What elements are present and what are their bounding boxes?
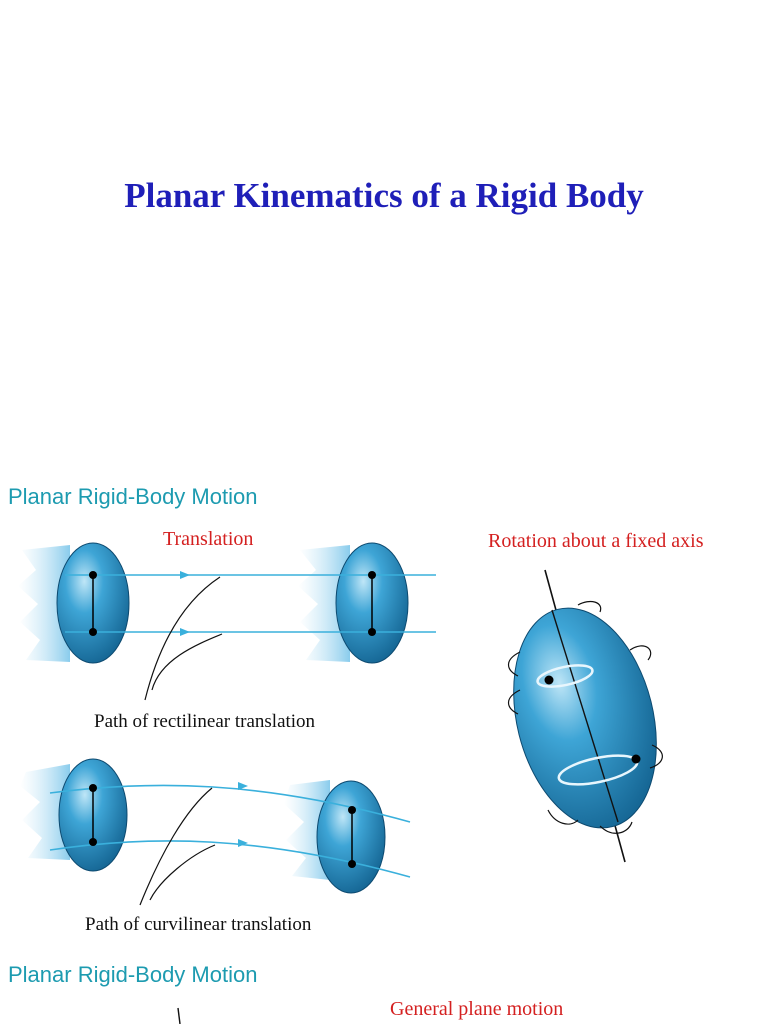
- leader-line: [151, 633, 223, 691]
- rotation-arrow-icon: [629, 645, 652, 661]
- rotation-arrow-icon: [507, 689, 521, 715]
- curvilinear-caption: Path of curvilinear translation: [85, 914, 312, 935]
- arrow-right-icon: [238, 839, 248, 847]
- point-marker: [368, 628, 376, 636]
- translation-label: Translation: [163, 528, 254, 550]
- rectilinear-caption: Path of rectilinear translation: [94, 711, 316, 732]
- rotation-label: Rotation about a fixed axis: [488, 530, 704, 552]
- point-marker: [89, 838, 97, 846]
- leader-line: [149, 844, 216, 901]
- section-heading-1: Planar Rigid-Body Motion: [8, 484, 258, 509]
- motion-blur-left: [18, 545, 70, 662]
- point-marker: [348, 806, 356, 814]
- rotation-path-circle: [536, 664, 594, 688]
- general-plane-label: General plane motion: [390, 998, 564, 1020]
- rotation-arrow-icon: [577, 600, 602, 613]
- section-heading-2: Planar Rigid-Body Motion: [8, 962, 258, 987]
- general-plane-axis-fragment: [177, 1007, 181, 1024]
- point-marker: [348, 860, 356, 868]
- rotation-arrow-icon: [649, 744, 663, 769]
- point-marker: [89, 571, 97, 579]
- arrow-right-icon: [180, 571, 190, 579]
- motion-blur-left: [20, 764, 70, 860]
- arrow-right-icon: [180, 628, 190, 636]
- arrow-right-icon: [238, 782, 248, 790]
- page-title: Planar Kinematics of a Rigid Body: [124, 176, 644, 215]
- point-marker: [544, 675, 554, 685]
- rotation-arrow-icon: [507, 651, 521, 677]
- rotation-arrow-icon: [547, 809, 579, 825]
- rotation-arrow-icon: [599, 821, 633, 834]
- point-marker: [89, 784, 97, 792]
- rotation-diagram: [507, 569, 663, 863]
- leader-line: [139, 787, 213, 906]
- point-marker: [368, 571, 376, 579]
- leader-line: [144, 576, 221, 701]
- point-marker: [631, 754, 641, 764]
- rectilinear-translation-diagram: [18, 542, 436, 701]
- point-marker: [89, 628, 97, 636]
- rotation-axis-through-body: [551, 609, 619, 823]
- curvilinear-translation-diagram: [20, 758, 411, 906]
- rigid-body-end: [316, 780, 386, 894]
